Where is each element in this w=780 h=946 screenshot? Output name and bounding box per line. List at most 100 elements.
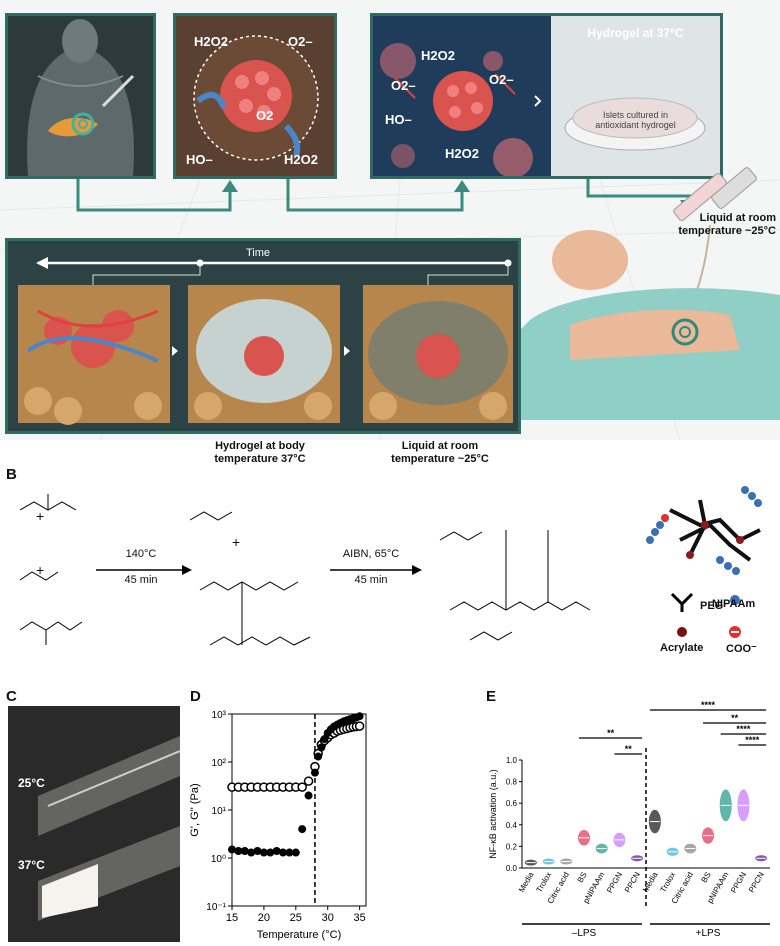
step2-condition: AIBN, 65°C <box>342 548 400 560</box>
legend-coo: COO⁻ <box>726 643 757 655</box>
panel-label-b: B <box>6 466 17 483</box>
y-tick-label: 10³ <box>212 710 227 721</box>
vial-label-37: 37°C <box>18 858 45 872</box>
vial-photo <box>8 706 180 942</box>
loss-modulus-point <box>240 846 249 855</box>
significance-stars: **** <box>701 700 716 710</box>
loss-modulus-point <box>320 735 329 744</box>
y-axis-label: G', G'' (Pa) <box>189 783 201 836</box>
species-superoxide-1: O2– <box>288 34 313 49</box>
loss-modulus-point <box>253 846 262 855</box>
caption-body-temp: Hydrogel at body temperature 37°C <box>175 440 345 466</box>
panel-label-e: E <box>486 688 497 705</box>
islet-illustration <box>176 16 334 176</box>
plus-sign-3: + <box>232 534 241 550</box>
x-tick-label: 20 <box>258 912 270 924</box>
storage-modulus-point <box>354 721 365 731</box>
category-label: Media <box>641 870 660 894</box>
caption-body-line-1: Hydrogel at body <box>215 440 305 452</box>
torso-illustration <box>8 16 153 176</box>
loss-modulus-point <box>317 743 326 752</box>
species-h2o2-3: H2O2 <box>421 48 455 63</box>
loss-modulus-point <box>272 846 281 855</box>
panel-label-c: C <box>6 688 17 705</box>
category-label: PPGN <box>729 870 748 894</box>
time-label: Time <box>245 247 271 259</box>
species-h2o2-2: H2O2 <box>284 152 318 167</box>
step1-condition: 140°C <box>125 548 157 560</box>
antioxidant-illustration <box>373 16 720 178</box>
category-label: PPCN <box>623 870 642 894</box>
vial-label-25: 25°C <box>18 776 45 790</box>
significance-stars: **** <box>745 735 760 745</box>
group-label-minus-lps: –LPS <box>572 928 597 939</box>
plus-sign-2: + <box>36 562 45 578</box>
synthesis-scheme <box>19 486 762 646</box>
dish-label: Islets cultured in antioxidant hydrogel <box>551 110 720 130</box>
y-tick-label: 0.6 <box>506 799 518 808</box>
islet-stress-panel: H2O2 O2– O2 HO– H2O2 <box>173 13 337 179</box>
legend-acrylate: Acrylate <box>660 642 704 654</box>
category-label: BS <box>700 871 713 885</box>
peg-symbol <box>670 592 694 612</box>
species-superoxide-2: O2– <box>391 78 416 93</box>
torso-panel <box>5 13 156 179</box>
caption-room-line-2: temperature ~25°C <box>391 453 489 465</box>
x-axis-label: Temperature (°C) <box>257 929 341 941</box>
y-tick-label: 0.0 <box>506 864 518 873</box>
liquid-room-label-top: Liquid at room temperature ~25°C <box>596 212 776 238</box>
dish-label-line-2: antioxidant hydrogel <box>595 120 676 130</box>
loss-modulus-point <box>291 848 300 857</box>
plus-sign-1: + <box>36 508 45 524</box>
significance-stars: ** <box>731 713 739 723</box>
caption-body-line-2: temperature 37°C <box>214 453 306 465</box>
category-label: Trolox <box>535 871 554 894</box>
hydrogel-37-title: Hydrogel at 37°C <box>587 26 684 40</box>
species-hydroxide-2: HO– <box>385 112 412 127</box>
dish-label-line-1: Islets cultured in <box>602 110 669 120</box>
significance-stars: **** <box>736 724 751 734</box>
acrylate-symbol <box>677 627 687 637</box>
panel-label-d: D <box>190 688 201 705</box>
species-o2: O2 <box>256 108 274 123</box>
loss-modulus-point <box>228 845 236 854</box>
significance-stars: ** <box>625 744 633 754</box>
y-tick-label: 0.8 <box>506 778 518 787</box>
storage-modulus-point <box>303 776 314 786</box>
x-tick-label: 30 <box>322 912 334 924</box>
category-label: BS <box>576 871 589 885</box>
loss-modulus-point <box>314 752 323 761</box>
step2-time: 45 min <box>354 574 388 586</box>
timeline-illustration <box>8 241 518 431</box>
y-axis-label: NF-κB activation (a.u.) <box>488 769 498 859</box>
species-h2o2-1: H2O2 <box>194 34 228 49</box>
injection-site-ring <box>671 318 699 346</box>
x-tick-label: 25 <box>290 912 302 924</box>
loss-modulus-point <box>304 791 313 800</box>
plot-frame <box>231 713 367 907</box>
loss-modulus-point <box>310 768 319 777</box>
category-label: PPGN <box>605 870 624 894</box>
loss-modulus-point <box>355 712 364 721</box>
y-tick-label: 10¹ <box>212 806 227 817</box>
legend-peg: PEG <box>700 600 724 612</box>
loss-modulus-point <box>266 848 275 857</box>
x-tick-label: 15 <box>226 912 238 924</box>
x-tick-label: 35 <box>353 912 365 924</box>
category-label: Media <box>517 870 536 894</box>
timeline-panel: Time <box>5 238 521 434</box>
loss-modulus-point <box>234 846 243 855</box>
y-tick-label: 0.2 <box>506 842 518 851</box>
storage-modulus-point <box>297 782 307 792</box>
y-tick-label: 1.0 <box>506 756 518 765</box>
antioxidant-panel: H2O2 O2– O2– HO– H2O2 Hydrogel at 37°C I… <box>370 13 723 179</box>
loss-modulus-point <box>279 848 288 857</box>
nfkb-chart: 0.0 0.2 0.4 0.6 0.8 1.0NF-κB activation (a.u.… <box>488 700 770 939</box>
category-label: Trolox <box>659 871 678 894</box>
y-tick-label: 0.4 <box>506 821 518 830</box>
caption-room-temp: Liquid at room temperature ~25°C <box>355 440 525 466</box>
nipaam-symbol <box>730 595 740 605</box>
loss-modulus-point <box>298 825 307 834</box>
significance-stars: ** <box>607 728 615 738</box>
